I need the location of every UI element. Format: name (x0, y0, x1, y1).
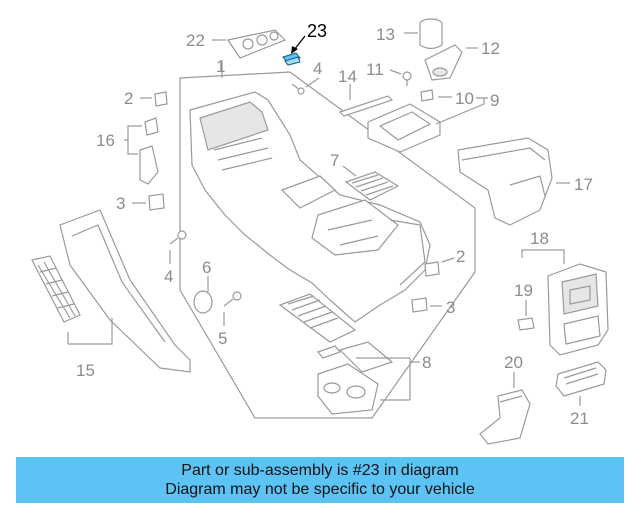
console-frame (179, 71, 476, 419)
part-7-mat[interactable] (344, 171, 400, 201)
callout-2a: 2 (124, 89, 133, 108)
part-3-clip-left[interactable] (148, 193, 165, 211)
callout-9: 9 (490, 91, 499, 110)
part-17-armrest[interactable] (457, 137, 553, 226)
banner-line-1: Part or sub-assembly is #23 in diagram (181, 462, 459, 479)
part-15-side-panel[interactable] (31, 209, 191, 373)
callout-1: 1 (216, 57, 225, 76)
part-11[interactable] (402, 71, 412, 86)
callout-12: 12 (481, 39, 500, 58)
part-3-clip-right[interactable] (411, 297, 428, 313)
part-19[interactable] (517, 317, 535, 331)
callout-4b: 4 (164, 267, 173, 286)
callout-5: 5 (218, 329, 227, 348)
leader-23 (293, 35, 306, 51)
callout-19: 19 (514, 281, 533, 300)
part-6[interactable] (193, 290, 213, 314)
callout-16: 16 (96, 131, 115, 150)
callout-23: 23 (307, 21, 327, 41)
callout-3b: 3 (446, 298, 455, 317)
part-23-highlighted[interactable] (282, 52, 301, 66)
callout-13: 13 (376, 25, 395, 44)
console-body-part[interactable] (189, 91, 431, 323)
part-4-screw-left[interactable] (169, 230, 187, 245)
part-4-screw-top[interactable] (291, 83, 305, 95)
part-13[interactable] (419, 18, 443, 50)
callout-8: 8 (422, 353, 431, 372)
part-21[interactable] (555, 361, 607, 397)
banner-line-2: Diagram may not be specific to your vehi… (165, 481, 475, 498)
leader-8 (356, 357, 411, 401)
part-8-trays[interactable] (278, 293, 394, 415)
leader-4a (305, 77, 320, 88)
leader-2b (441, 257, 455, 263)
callout-10: 10 (455, 89, 474, 108)
callout-17: 17 (574, 175, 593, 194)
callout-22: 22 (186, 31, 205, 50)
leader-15 (67, 318, 113, 345)
part-14[interactable] (338, 95, 394, 117)
part-18-rear-panel[interactable] (547, 263, 609, 356)
part-20-duct[interactable] (479, 389, 531, 445)
info-banner: Part or sub-assembly is #23 in diagram D… (16, 457, 624, 503)
leader-16 (124, 125, 142, 155)
part-10[interactable] (420, 89, 434, 102)
callout-15: 15 (76, 361, 95, 380)
part-2-clip-right[interactable] (424, 261, 440, 277)
part-22[interactable] (227, 29, 287, 59)
leader-11 (389, 69, 402, 75)
callout-2b: 2 (456, 247, 465, 266)
callout-4a: 4 (313, 59, 322, 78)
callout-7: 7 (330, 151, 339, 170)
part-5[interactable] (223, 291, 242, 307)
leader-18 (521, 249, 565, 264)
part-12[interactable] (424, 44, 463, 81)
callout-20: 20 (504, 353, 523, 372)
callout-14: 14 (338, 67, 357, 86)
arrowhead-23 (291, 46, 298, 54)
part-9-tray[interactable] (367, 103, 441, 153)
callout-18: 18 (530, 229, 549, 248)
part-16[interactable] (139, 117, 159, 185)
callout-11: 11 (366, 60, 384, 79)
callout-21: 21 (570, 409, 589, 428)
callout-6: 6 (202, 258, 211, 277)
callout-3a: 3 (116, 194, 125, 213)
part-2-clip-upper[interactable] (154, 91, 168, 107)
parts-diagram: 23 22 4 1 13 12 11 14 (31, 18, 609, 445)
leader-7 (342, 165, 357, 177)
